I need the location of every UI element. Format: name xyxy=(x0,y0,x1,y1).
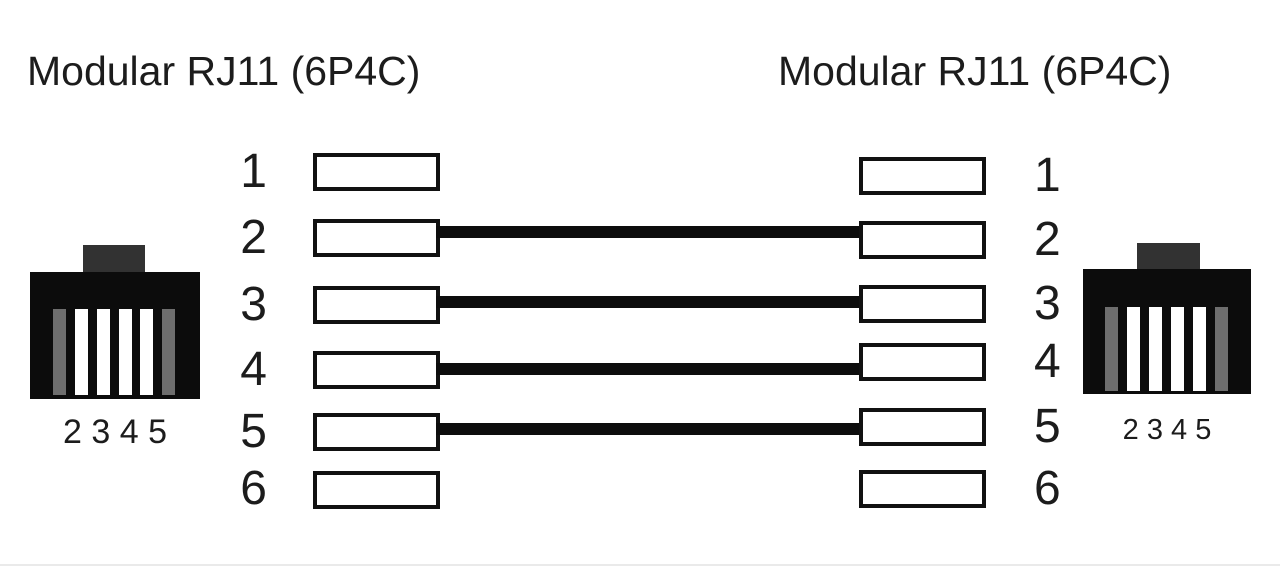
pin-box-right-4 xyxy=(859,343,986,381)
pin-label-left-3: 3 xyxy=(240,278,267,331)
pin-box-left-6 xyxy=(313,471,440,509)
left-connector-stripe-4 xyxy=(119,309,132,395)
left-connector-title: Modular RJ11 (6P4C) xyxy=(27,48,421,94)
left-rj11-connector-graphic: 2 3 4 5 xyxy=(30,245,200,451)
right-connector-body xyxy=(1083,269,1251,394)
pin-label-left-5: 5 xyxy=(240,405,267,458)
right-connector-title: Modular RJ11 (6P4C) xyxy=(778,48,1172,94)
left-connector-body xyxy=(30,272,200,399)
wire-pin-2 xyxy=(436,226,864,238)
pin-label-right-1: 1 xyxy=(1034,149,1061,202)
left-connector-stripe-5 xyxy=(140,309,153,395)
pin-label-right-6: 6 xyxy=(1034,462,1061,515)
pin-box-right-3 xyxy=(859,285,986,323)
pin-label-right-5: 5 xyxy=(1034,400,1061,453)
wire-pin-4 xyxy=(436,363,864,375)
right-connector-stripe-5 xyxy=(1193,307,1206,391)
pin-box-left-2 xyxy=(313,219,440,257)
right-connector-stripe-4 xyxy=(1171,307,1184,391)
bottom-divider-line xyxy=(0,564,1280,566)
right-connector-latch-tab xyxy=(1137,243,1200,270)
right-connector-stripe-2 xyxy=(1127,307,1140,391)
pin-label-right-4: 4 xyxy=(1034,335,1061,388)
pin-box-right-6 xyxy=(859,470,986,508)
pin-box-left-1 xyxy=(313,153,440,191)
right-connector-stripe-3 xyxy=(1149,307,1162,391)
wire-pin-3 xyxy=(436,296,864,308)
pin-box-right-2 xyxy=(859,221,986,259)
left-connector-stripe-1 xyxy=(53,309,66,395)
right-connector-stripe-6 xyxy=(1215,307,1228,391)
pin-label-left-2: 2 xyxy=(240,211,267,264)
pin-box-left-4 xyxy=(313,351,440,389)
pin-label-left-4: 4 xyxy=(240,343,267,396)
left-connector-stripe-3 xyxy=(97,309,110,395)
wire-pin-5 xyxy=(436,423,864,435)
left-connector-pin-numbers: 2 3 4 5 xyxy=(63,413,167,451)
pin-box-right-5 xyxy=(859,408,986,446)
pin-label-right-2: 2 xyxy=(1034,213,1061,266)
left-connector-stripe-2 xyxy=(75,309,88,395)
pin-label-left-6: 6 xyxy=(240,462,267,515)
pin-box-left-5 xyxy=(313,413,440,451)
pin-label-right-3: 3 xyxy=(1034,277,1061,330)
right-connector-stripe-1 xyxy=(1105,307,1118,391)
right-rj11-connector-graphic: 2 3 4 5 xyxy=(1083,243,1251,446)
pin-label-left-1: 1 xyxy=(240,145,267,198)
pin-box-right-1 xyxy=(859,157,986,195)
right-connector-pin-numbers: 2 3 4 5 xyxy=(1122,414,1212,446)
left-connector-stripe-6 xyxy=(162,309,175,395)
pin-box-left-3 xyxy=(313,286,440,324)
left-connector-latch-tab xyxy=(83,245,145,273)
